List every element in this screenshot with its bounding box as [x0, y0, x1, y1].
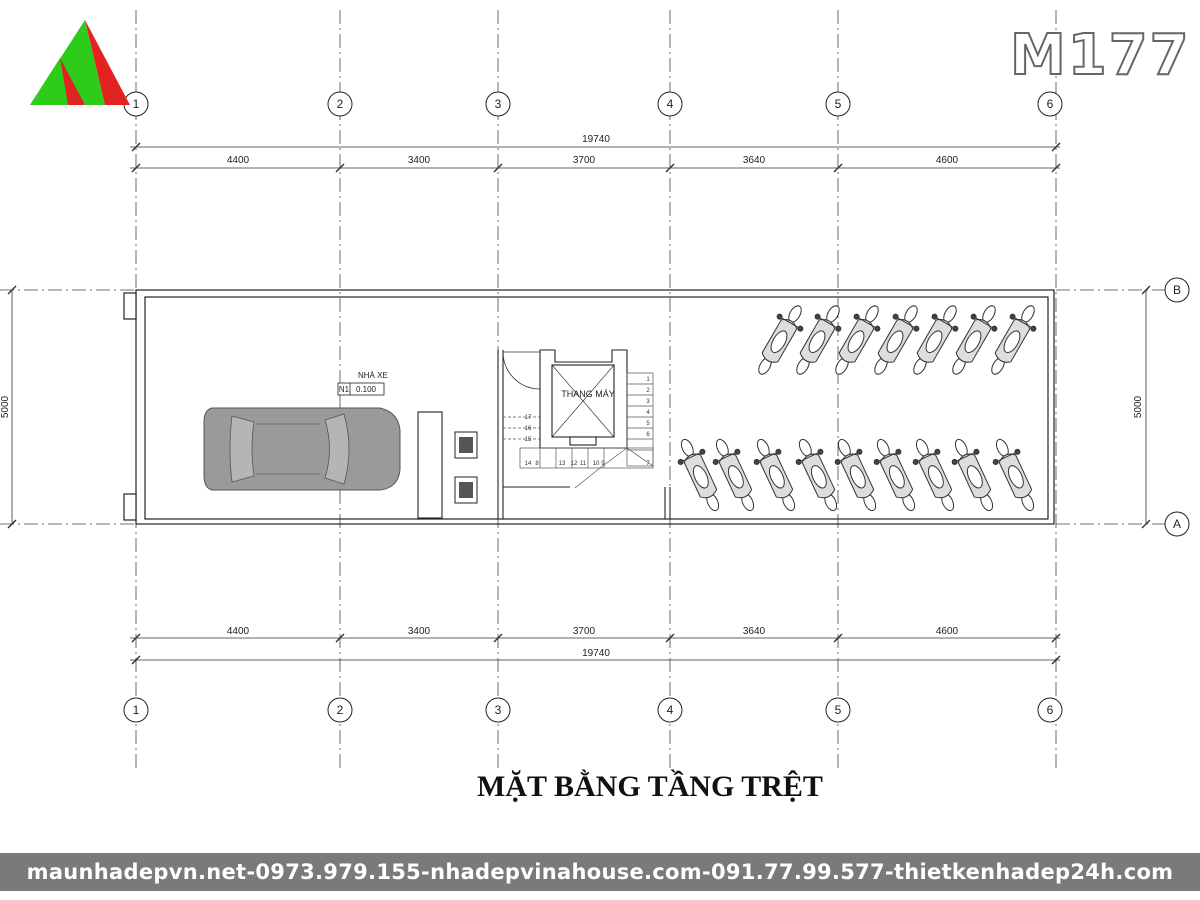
stair-step-1: 1: [646, 377, 650, 383]
model-code: M177: [1009, 23, 1191, 88]
grid-bubble-4-top: 4: [657, 91, 683, 117]
svg-text:3: 3: [495, 703, 502, 717]
stair-step-7: 7: [646, 461, 650, 467]
grid-bubble-5-top: 5: [825, 91, 851, 117]
svg-text:1: 1: [133, 703, 140, 717]
dim-span-4-bottom: 3640: [743, 626, 766, 637]
stair-step-9: 9: [601, 461, 605, 467]
dim-span-1-top: 4400: [227, 155, 250, 166]
grid-bubble-5-bottom: 5: [825, 697, 851, 723]
stair-step-13: 13: [559, 461, 566, 467]
fixture-upper: [454, 431, 478, 459]
footer-bar: maunhadepvn.net-0973.979.155-nhadepvinah…: [0, 853, 1200, 891]
motorbike-row-upper: [747, 298, 1046, 382]
svg-text:3: 3: [495, 97, 502, 111]
stair-step-10: 10: [593, 461, 600, 467]
dim-span-5-top: 4600: [936, 155, 959, 166]
svg-text:1: 1: [133, 97, 140, 111]
footer-text: maunhadepvn.net-0973.979.155-nhadepvinah…: [26, 860, 1174, 884]
stair-step-17: 17: [525, 415, 532, 421]
grid-bubble-B: B: [1164, 277, 1190, 303]
elevator-label: THANG MÁY: [561, 389, 615, 399]
stair-step-11: 11: [580, 461, 587, 467]
stair-step-6: 6: [646, 432, 650, 438]
grid-bubble-4-bottom: 4: [657, 697, 683, 723]
outer-walls: [135, 289, 1055, 525]
grid-bubble-6-bottom: 6: [1037, 697, 1063, 723]
stair-step-12: 12: [571, 461, 578, 467]
svg-text:6: 6: [1047, 703, 1054, 717]
svg-text:B: B: [1173, 283, 1181, 297]
column-front-bottom: [123, 493, 137, 521]
dim-span-4-top: 3640: [743, 155, 766, 166]
stair-step-16: 16: [525, 426, 532, 432]
grid-bubble-1-bottom: 1: [123, 697, 149, 723]
grid-bubble-6-top: 6: [1037, 91, 1063, 117]
stair-step-4: 4: [646, 410, 650, 416]
stair-step-5: 5: [646, 421, 650, 427]
elevator-shaft: [539, 349, 628, 449]
fixture-lower: [454, 476, 478, 504]
column-front-top: [123, 292, 137, 320]
stair-step-2: 2: [646, 388, 650, 394]
dim-span-1-bottom: 4400: [227, 626, 250, 637]
motorbike-icon: [984, 433, 1046, 517]
grid-bubble-2-bottom: 2: [327, 697, 353, 723]
dim-depth-right: 5000: [1133, 395, 1144, 418]
svg-text:N1: N1: [339, 385, 350, 394]
garage-label: NHÀ XE: [358, 371, 388, 380]
drawing-title: MẶT BẰNG TẦNG TRỆT: [477, 770, 823, 803]
stair-step-3: 3: [646, 399, 650, 405]
dim-span-5-bottom: 4600: [936, 626, 959, 637]
dim-depth-left: 5000: [0, 395, 11, 418]
svg-text:5: 5: [835, 97, 842, 111]
grid-bubble-3-bottom: 3: [485, 697, 511, 723]
level-marker: N1 0.100: [337, 382, 385, 396]
dim-total-top: 19740: [582, 134, 610, 145]
dim-span-3-bottom: 3700: [573, 626, 596, 637]
partition-wall: [417, 411, 443, 519]
svg-text:5: 5: [835, 703, 842, 717]
door-swing: [502, 351, 541, 390]
grid-bubble-A: A: [1164, 511, 1190, 537]
motorbike-row-lower: [669, 433, 1046, 517]
svg-text:0.100: 0.100: [356, 385, 377, 394]
dim-span-2-bottom: 3400: [408, 626, 431, 637]
grid-bubble-2-top: 2: [327, 91, 353, 117]
grid-bubble-1-top: 1: [123, 91, 149, 117]
stair-step-15: 15: [525, 437, 532, 443]
logo-icon: [30, 20, 130, 105]
dim-total-bottom: 19740: [582, 648, 610, 659]
staircase: [503, 372, 654, 489]
svg-text:A: A: [1173, 517, 1181, 531]
svg-text:4: 4: [667, 97, 674, 111]
motorbike-icon: [745, 433, 807, 517]
svg-text:4: 4: [667, 703, 674, 717]
svg-text:6: 6: [1047, 97, 1054, 111]
stair-step-14: 14: [525, 461, 532, 467]
car-icon: [203, 407, 401, 491]
stair-step-8: 8: [535, 461, 539, 467]
dim-span-2-top: 3400: [408, 155, 431, 166]
svg-text:2: 2: [337, 97, 344, 111]
svg-text:2: 2: [337, 703, 344, 717]
dim-span-3-top: 3700: [573, 155, 596, 166]
grid-bubble-3-top: 3: [485, 91, 511, 117]
